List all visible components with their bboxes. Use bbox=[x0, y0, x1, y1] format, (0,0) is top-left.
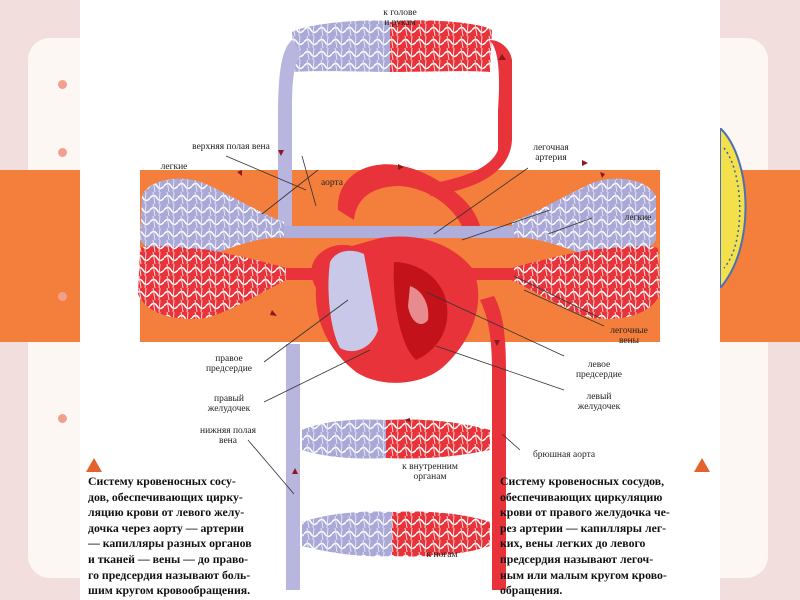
bullet-dot bbox=[58, 148, 67, 157]
label-internal-organs: к внутренним органам bbox=[402, 462, 458, 482]
label-aorta: аорта bbox=[320, 178, 344, 188]
right-lung-arterial bbox=[512, 246, 660, 319]
capillary-organs-arterial bbox=[386, 419, 490, 459]
abdominal-aorta bbox=[480, 296, 506, 590]
right-lung-venous bbox=[512, 178, 656, 258]
label-pulmonary-veins: легочные вены bbox=[610, 326, 648, 346]
figure-bg-right bbox=[660, 170, 720, 342]
label-left-ventricle: левый желудочек bbox=[577, 392, 621, 412]
label-lungs-right: легкие bbox=[624, 213, 652, 223]
left-lung-arterial bbox=[138, 246, 286, 319]
arterial-return bbox=[430, 40, 512, 196]
label-pulmonary-artery: легочная артерия bbox=[533, 143, 569, 163]
label-inferior-vena-cava: нижняя полая вена bbox=[200, 426, 256, 446]
label-right-atrium: правое предсердие bbox=[205, 354, 253, 374]
capillary-legs-arterial bbox=[392, 511, 490, 557]
pulmonary-artery-trunk bbox=[284, 226, 514, 238]
bullet-dot bbox=[58, 80, 67, 89]
inferior-vena-cava bbox=[286, 344, 300, 590]
label-abdominal-aorta: брюшная аорта bbox=[532, 450, 596, 460]
bullet-dot bbox=[58, 292, 67, 301]
label-superior-vena-cava: верхняя полая вена bbox=[192, 142, 270, 152]
figure-bg-bottom bbox=[80, 342, 720, 600]
label-lungs-left: легкие bbox=[160, 162, 188, 172]
figure-panel: к голове и рукам верхняя полая вена лего… bbox=[80, 0, 720, 600]
caption-marker-left bbox=[86, 458, 102, 472]
label-left-atrium: левое предсердие bbox=[575, 360, 623, 380]
figure-bg-left bbox=[80, 170, 140, 342]
label-right-ventricle: правый желудочек bbox=[207, 394, 251, 414]
capillary-organs-venous bbox=[302, 419, 386, 459]
caption-right: Систему кровеносных сосудов, обеспечиваю… bbox=[500, 474, 670, 598]
label-legs: к ногам bbox=[426, 550, 458, 560]
caption-left: Систему кровеносных сосу- дов, обеспечив… bbox=[88, 474, 252, 598]
circulation-diagram bbox=[80, 0, 720, 600]
superior-vena-cava bbox=[278, 40, 302, 232]
left-lung-venous bbox=[140, 178, 284, 258]
aortic-arch bbox=[337, 164, 480, 232]
caption-marker-right bbox=[694, 458, 710, 472]
heart-highlight bbox=[408, 286, 429, 325]
capillary-head-arterial bbox=[390, 20, 492, 73]
flow-arrows bbox=[237, 54, 605, 474]
bullet-dot bbox=[58, 414, 67, 423]
right-heart-chambers bbox=[328, 250, 378, 352]
label-head-arms: к голове и рукам bbox=[383, 8, 417, 28]
capillary-head-venous bbox=[292, 20, 390, 72]
capillary-legs-venous bbox=[302, 511, 392, 557]
decorative-shape bbox=[719, 128, 747, 288]
leader-lines bbox=[225, 155, 605, 495]
